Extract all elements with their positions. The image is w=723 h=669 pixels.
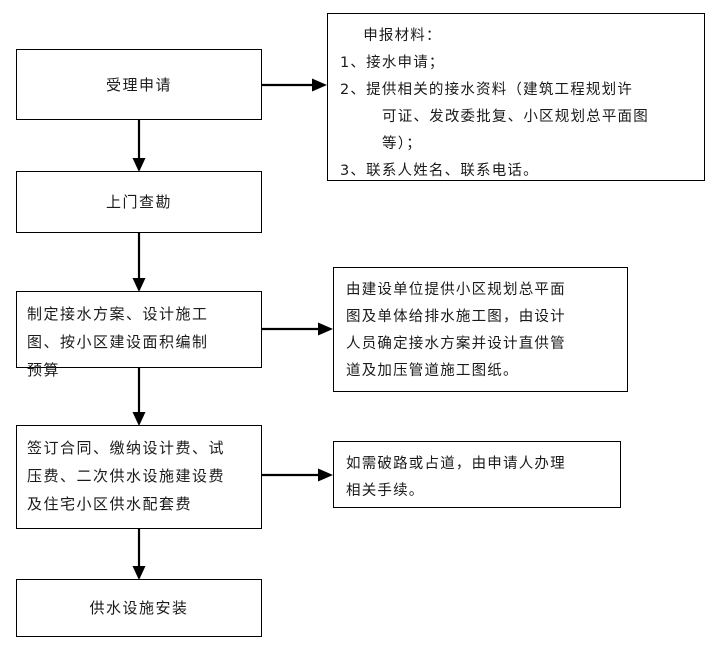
connector-contract-to-installation (132, 529, 146, 580)
connector-contract-to-road-note (262, 468, 333, 482)
flow-node-contract-and-fees[interactable]: 签订合同、缴纳设计费、试 压费、二次供水设施建设费 及住宅小区供水配套费 (16, 425, 262, 529)
note-panel-design-requirements: 由建设单位提供小区规划总平面 图及单体给排水施工图，由设计 人员确定接水方案并设… (333, 267, 628, 392)
note-line: 等）； (382, 136, 422, 152)
flow-node-label: 制定接水方案、设计施工 图、按小区建设面积编制 预算 (27, 305, 209, 379)
note-line: 1、接水申请； (340, 55, 445, 71)
note-panel-application-materials: 申报材料： 1、接水申请； 2、提供相关的接水资料（建筑工程规划许 可证、发改委… (327, 13, 705, 181)
note-line: 由建设单位提供小区规划总平面 (346, 282, 566, 298)
note-line: 可证、发改委批复、小区规划总平面图 (382, 109, 649, 125)
flow-node-facility-installation[interactable]: 供水设施安装 (16, 579, 262, 637)
flow-node-label: 受理申请 (105, 75, 172, 94)
flow-node-label: 签订合同、缴纳设计费、试 压费、二次供水设施建设费 及住宅小区供水配套费 (27, 439, 226, 513)
note-line: 如需破路或占道，由申请人办理 (346, 456, 566, 472)
note-line: 图及单体给排水施工图，由设计 (346, 309, 566, 325)
connector-accept-to-materials (262, 78, 327, 92)
flow-node-accept-application[interactable]: 受理申请 (16, 49, 262, 120)
note-panel-road-permit: 如需破路或占道，由申请人办理 相关手续。 (333, 441, 621, 508)
flow-node-site-survey[interactable]: 上门查勘 (16, 171, 262, 233)
flow-node-plan-design-budget[interactable]: 制定接水方案、设计施工 图、按小区建设面积编制 预算 (16, 291, 262, 379)
note-line: 3、联系人姓名、联系电话。 (340, 163, 539, 179)
flow-node-label: 上门查勘 (105, 193, 172, 211)
connector-plan-to-contract (132, 368, 146, 426)
note-line: 2、提供相关的接水资料（建筑工程规划许 (340, 82, 634, 98)
note-line: 道及加压管道施工图纸。 (346, 363, 519, 379)
connector-accept-to-survey (132, 120, 146, 172)
note-line: 申报材料： (363, 28, 442, 44)
connector-plan-to-design-note (262, 322, 333, 336)
connector-survey-to-plan (132, 233, 146, 292)
flow-node-label: 供水设施安装 (89, 599, 189, 617)
note-line: 人员确定接水方案并设计直供管 (346, 336, 566, 352)
note-line: 相关手续。 (346, 483, 425, 499)
